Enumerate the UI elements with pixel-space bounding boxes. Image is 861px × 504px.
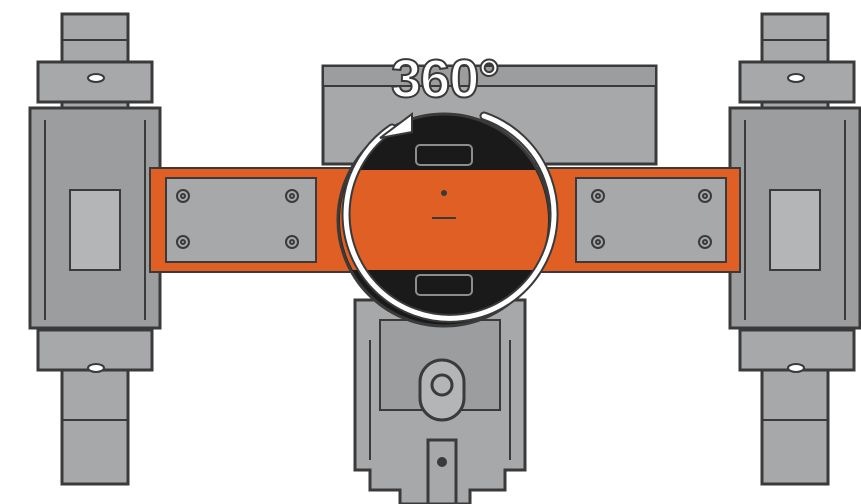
- lower-body: [353, 298, 527, 504]
- left-track: [28, 12, 162, 486]
- bolt-icon: [176, 189, 712, 249]
- right-track: [728, 12, 861, 486]
- rotation-label: 360°: [390, 49, 501, 109]
- turntable: [336, 112, 552, 328]
- rotation-arrow-icon: [341, 111, 559, 323]
